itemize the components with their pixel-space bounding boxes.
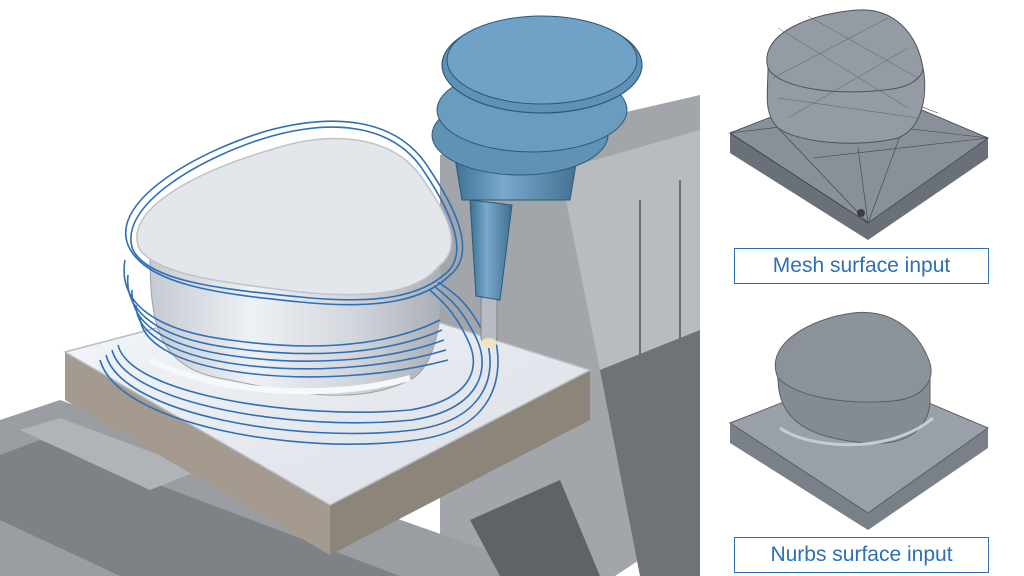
nurbs-surface-preview [718, 298, 1008, 530]
mesh-surface-caption-text: Mesh surface input [772, 254, 951, 277]
cutting-tool [431, 15, 643, 348]
nurbs-part-graphic [728, 311, 990, 530]
mesh-part-graphic [728, 9, 990, 240]
nurbs-surface-caption: Nurbs surface input [734, 537, 989, 573]
mesh-wireframe [772, 15, 919, 119]
toolpath [99, 120, 499, 445]
nurbs-surface-caption-text: Nurbs surface input [770, 543, 953, 566]
machining-scene-graphic [0, 15, 700, 576]
machining-scene [0, 15, 700, 576]
part-boss [136, 137, 453, 396]
mesh-surface-preview [718, 8, 1008, 240]
mesh-surface-caption: Mesh surface input [734, 248, 989, 284]
